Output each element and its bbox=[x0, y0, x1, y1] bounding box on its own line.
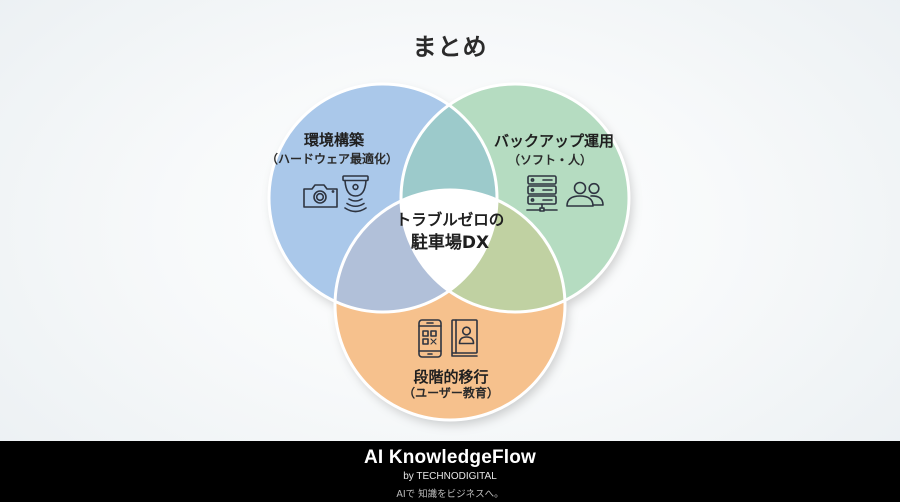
hardware-title: 環境構築 bbox=[304, 131, 365, 149]
camera-icon bbox=[303, 184, 338, 208]
hardware-subtitle: （ハードウェア最適化） bbox=[266, 151, 398, 166]
footer-banner: AI KnowledgeFlow by TECHNODIGITAL AIで 知識… bbox=[0, 441, 900, 502]
backup-subtitle: （ソフト・人） bbox=[508, 152, 592, 167]
footer-tagline: AIで 知識をビジネスへ。 bbox=[396, 489, 504, 500]
users-icon bbox=[566, 181, 604, 207]
footer-byline: by TECHNODIGITAL bbox=[403, 471, 497, 482]
footer-brand: AI KnowledgeFlow bbox=[363, 447, 537, 468]
center-title-line2: 駐車場DX bbox=[411, 232, 489, 253]
slide-title: まとめ bbox=[412, 33, 488, 61]
venn-diagram: 環境構築 （ハードウェア最適化） バックアップ運用 （ソフト・人） bbox=[266, 82, 631, 422]
server-icon bbox=[526, 175, 558, 212]
migration-title: 段階的移行 bbox=[413, 368, 488, 386]
smartphone-qr-icon bbox=[418, 319, 442, 358]
migration-subtitle: （ユーザー教育） bbox=[403, 385, 499, 400]
manual-book-icon bbox=[451, 319, 478, 357]
security-camera-icon bbox=[342, 175, 369, 213]
backup-title: バックアップ運用 bbox=[494, 132, 614, 150]
center-title-line1: トラブルゼロの bbox=[396, 210, 505, 229]
